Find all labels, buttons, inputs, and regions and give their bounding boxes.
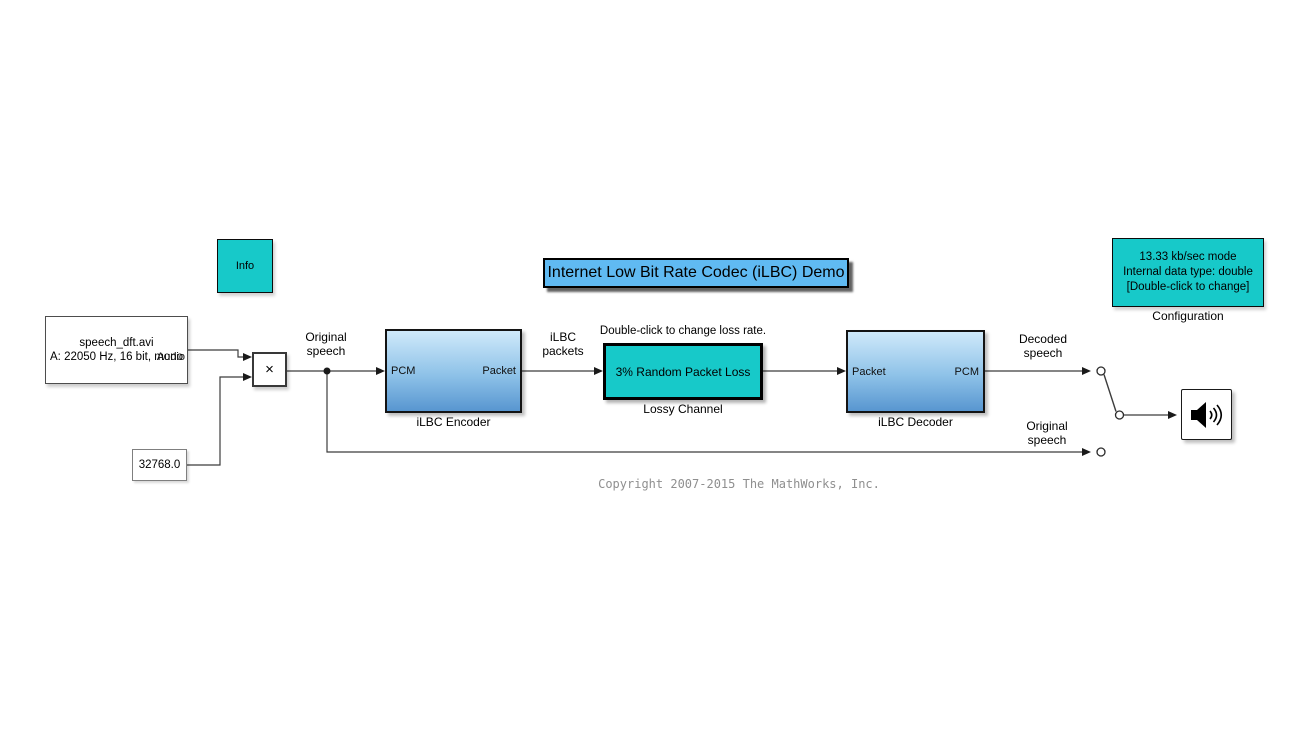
lossy-channel-label: Lossy Channel <box>643 402 723 416</box>
arrowhead-icons <box>243 353 1177 456</box>
source-filename: speech_dft.avi <box>79 336 154 349</box>
configuration-block[interactable]: 13.33 kb/sec mode Internal data type: do… <box>1112 238 1264 307</box>
info-block[interactable]: Info <box>217 239 273 293</box>
constant-block[interactable]: 32768.0 <box>132 449 187 481</box>
audio-output-block[interactable] <box>1181 389 1232 440</box>
branch-dot <box>323 367 331 375</box>
wire-lines <box>187 349 1168 466</box>
signal-label-original-speech-top: Original speech <box>305 330 347 359</box>
signal-label-ilbc-packets: iLBC packets <box>542 330 584 359</box>
lossy-channel-block[interactable]: 3% Random Packet Loss <box>603 343 763 400</box>
source-audio-port-label: Audio <box>156 351 185 363</box>
configuration-block-label: Configuration <box>1152 309 1224 323</box>
loss-rate-note: Double-click to change loss rate. <box>599 325 767 337</box>
multimedia-source-block[interactable]: speech_dft.avi A: 22050 Hz, 16 bit, mono… <box>45 316 188 384</box>
signal-label-original-speech-bottom: Original speech <box>1026 419 1068 448</box>
copyright-text: Copyright 2007-2015 The MathWorks, Inc. <box>598 477 880 491</box>
gain-block[interactable]: × <box>252 352 287 387</box>
ilbc-decoder-label: iLBC Decoder <box>878 415 953 429</box>
ilbc-encoder-block[interactable]: PCM Packet <box>385 329 522 413</box>
decoder-packet-port-label: Packet <box>852 365 886 378</box>
speaker-icon <box>1190 401 1222 428</box>
info-block-label: Info <box>235 260 255 272</box>
source-format: A: 22050 Hz, 16 bit, mono <box>50 351 183 363</box>
gain-symbol: × <box>265 361 274 378</box>
decoder-pcm-port-label: PCM <box>954 365 979 378</box>
ilbc-decoder-block[interactable]: Packet PCM <box>846 330 985 413</box>
manual-switch[interactable] <box>1096 366 1125 457</box>
ilbc-encoder-label: iLBC Encoder <box>416 415 491 429</box>
signal-label-decoded-speech: Decoded speech <box>1018 332 1068 361</box>
model-title-text: Internet Low Bit Rate Codec (iLBC) Demo <box>547 264 845 281</box>
encoder-packet-port-label: Packet <box>482 365 516 377</box>
lossy-channel-text: 3% Random Packet Loss <box>615 364 751 379</box>
constant-value: 32768.0 <box>138 459 181 471</box>
encoder-pcm-port-label: PCM <box>391 365 416 377</box>
model-title: Internet Low Bit Rate Codec (iLBC) Demo <box>543 258 849 288</box>
configuration-block-text: 13.33 kb/sec mode Internal data type: do… <box>1123 251 1253 293</box>
